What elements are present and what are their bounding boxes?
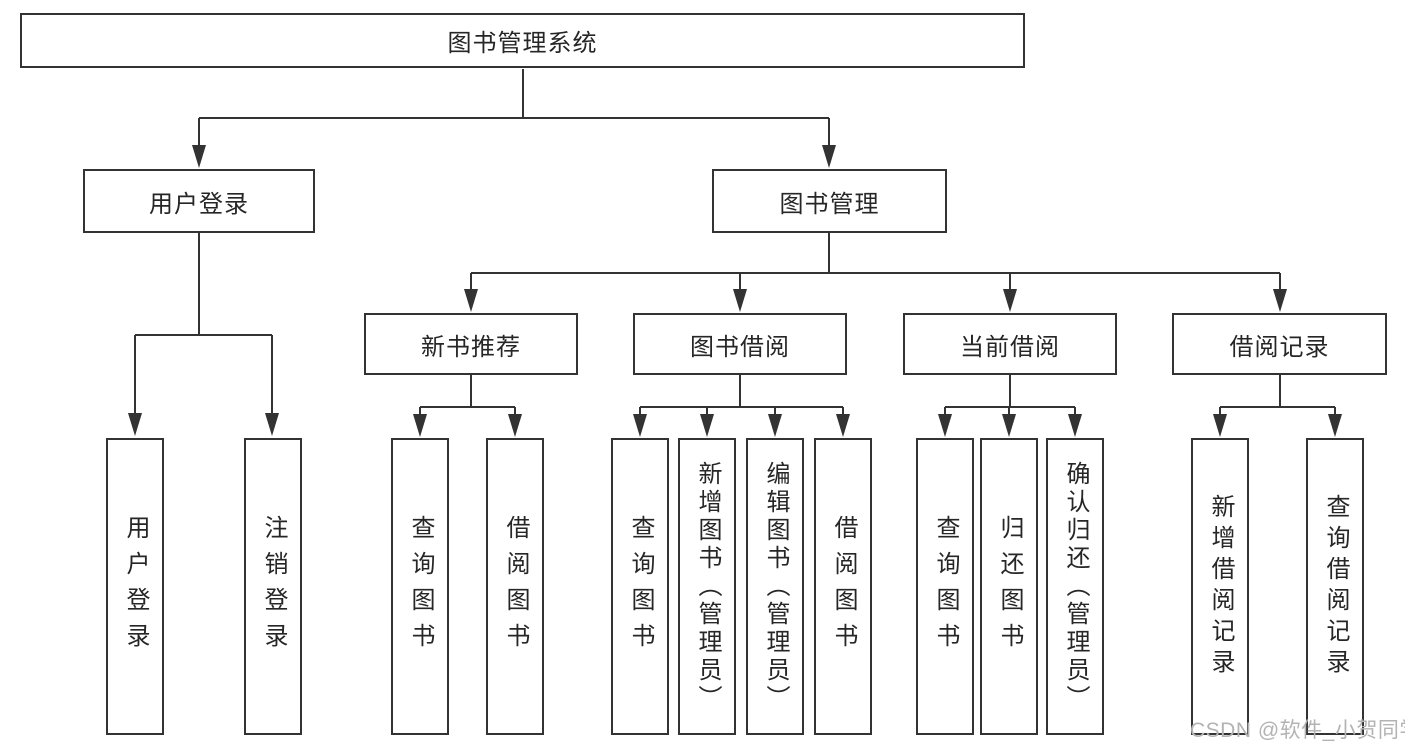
leaf-label: 新增借阅记录 <box>1207 493 1234 680</box>
leaf-label: 查询借阅记录 <box>1322 493 1349 680</box>
watermark: CSDN @软件_小贺同学 <box>1190 719 1405 742</box>
leaf-label: 编辑图书（管理员） <box>762 460 789 713</box>
leaf-label: 新增图书（管理员） <box>694 460 721 713</box>
leaf-label: 归还图书 <box>996 514 1023 659</box>
leaf-label: 确认归还（管理员） <box>1062 460 1089 713</box>
leaf-label: 借阅图书 <box>830 514 857 659</box>
leaf-label: 用户登录 <box>122 514 149 659</box>
leaf-label: 注销登录 <box>260 514 287 659</box>
node-borrow-books: 借阅图书 <box>814 438 872 735</box>
node-borrow-books-recommend: 借阅图书 <box>486 438 544 735</box>
node-new-book-recommendation: 新书推荐 <box>364 313 578 375</box>
node-library-management-system: 图书管理系统 <box>20 13 1025 68</box>
node-user-login-action: 用户登录 <box>106 438 164 735</box>
node-borrowing-records: 借阅记录 <box>1172 313 1387 375</box>
node-confirm-return-admin: 确认归还（管理员） <box>1046 438 1104 735</box>
node-book-management: 图书管理 <box>712 169 947 233</box>
leaf-label: 查询图书 <box>407 514 434 659</box>
node-add-books-admin: 新增图书（管理员） <box>678 438 736 735</box>
node-current-borrowing: 当前借阅 <box>903 313 1117 375</box>
leaf-label: 查询图书 <box>932 514 959 659</box>
node-user-login: 用户登录 <box>83 169 315 233</box>
leaf-label: 借阅图书 <box>502 514 529 659</box>
leaf-label: 查询图书 <box>627 514 654 659</box>
node-edit-books-admin: 编辑图书（管理员） <box>746 438 804 735</box>
node-return-books: 归还图书 <box>980 438 1038 735</box>
node-query-books-recommend: 查询图书 <box>391 438 449 735</box>
node-add-borrow-record: 新增借阅记录 <box>1191 438 1249 735</box>
node-logout-action: 注销登录 <box>244 438 302 735</box>
node-query-borrow-record: 查询借阅记录 <box>1306 438 1364 735</box>
node-query-books-current: 查询图书 <box>916 438 974 735</box>
node-book-borrowing: 图书借阅 <box>633 313 847 375</box>
node-query-books-borrow: 查询图书 <box>611 438 669 735</box>
